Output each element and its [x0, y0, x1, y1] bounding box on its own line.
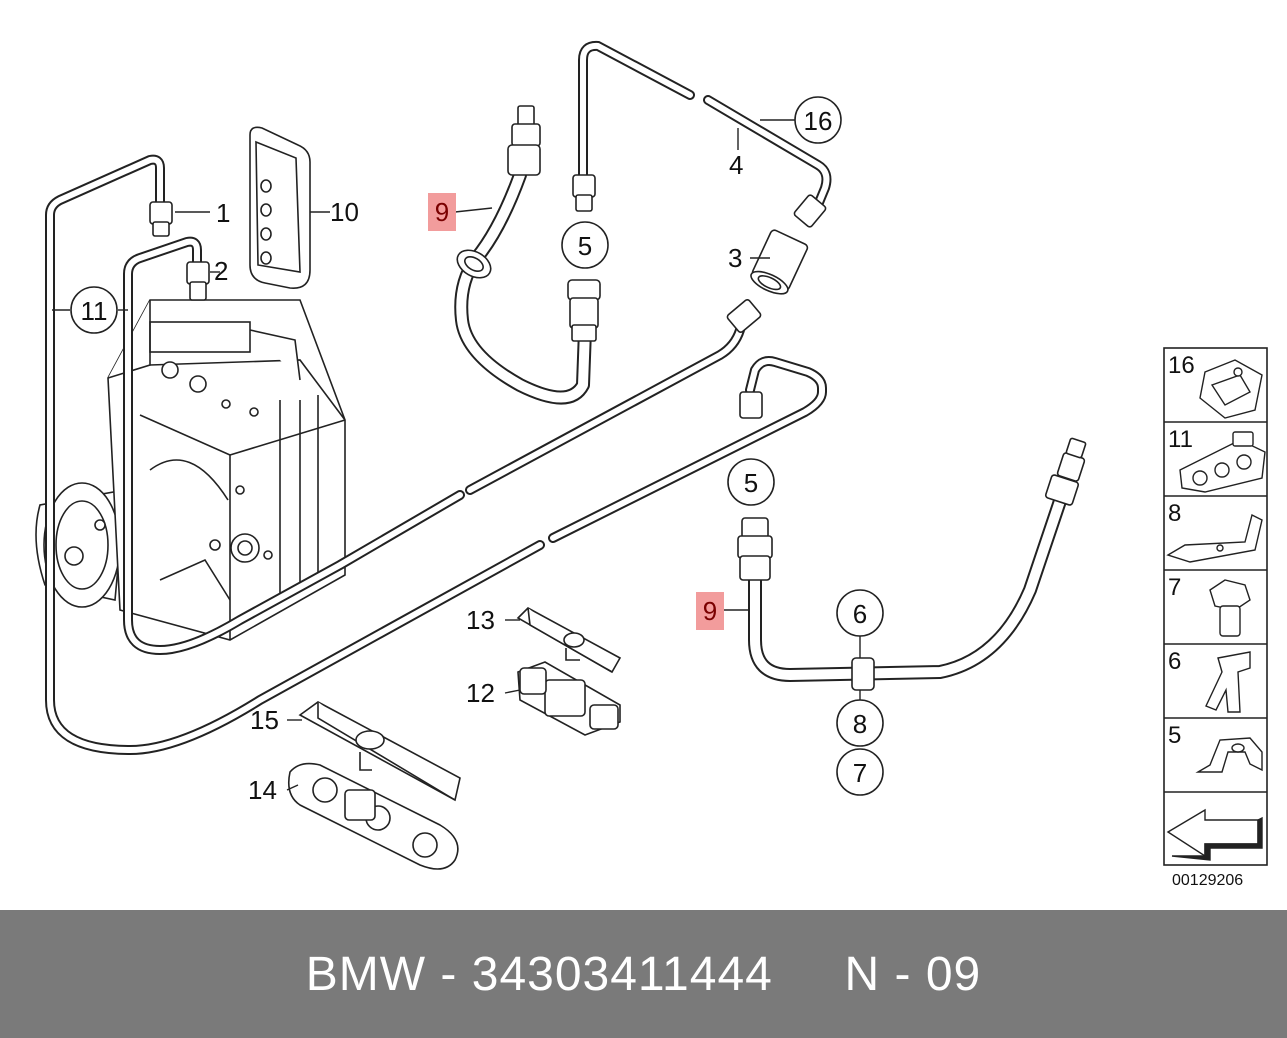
callout-9-upper: 9 [435, 197, 449, 227]
callout-3: 3 [728, 243, 742, 273]
side-panel-icon-6 [1205, 651, 1251, 713]
callout-6: 6 [853, 599, 867, 629]
callout-13: 13 [466, 605, 495, 635]
flex-hose-upper-fittings [456, 105, 601, 342]
side-panel-icon-11 [1179, 431, 1266, 493]
callout-15: 15 [250, 705, 279, 735]
leader-lines [52, 119, 861, 791]
callout-4: 4 [729, 150, 743, 180]
callout-12: 12 [466, 678, 495, 708]
diagram-reference-code: 00129206 [1172, 872, 1243, 889]
item-12-clip [517, 661, 621, 736]
side-panel-label-11: 11 [1168, 426, 1193, 453]
callout-1: 1 [216, 198, 230, 228]
side-panel-icon-previous-arrow [1166, 808, 1263, 861]
flex-hose-lower [748, 488, 1069, 682]
part-number-caption: BMW - 34303411444 N - 09 [305, 947, 982, 1001]
callout-9-lower: 9 [703, 596, 717, 626]
brake-pipes [45, 40, 832, 755]
callout-8: 8 [853, 709, 867, 739]
callout-9-upper-highlight [428, 193, 456, 231]
item-14-clip [287, 762, 459, 870]
side-panel-label-5: 5 [1168, 722, 1181, 749]
callout-11: 11 [81, 296, 108, 326]
brake-lines-exploded-diagram: 1 2 3 4 10 11 16 5 5 9 9 6 8 7 13 12 15 … [35, 40, 1268, 889]
item-13-bracket [516, 607, 622, 674]
flex-hose-lower-fittings [737, 437, 1087, 691]
callout-10: 10 [330, 197, 359, 227]
item-10-cover-plate [249, 126, 311, 289]
callout-5-lower: 5 [744, 468, 758, 498]
flex-hose-upper [454, 168, 592, 405]
side-panel-label-16: 16 [1168, 352, 1195, 379]
side-panel-label-7: 7 [1168, 574, 1181, 601]
callout-14: 14 [248, 775, 277, 805]
item-15-bracket [298, 701, 461, 802]
callout-16: 16 [804, 106, 833, 136]
side-panel-label-8: 8 [1168, 500, 1181, 527]
side-panel-icon-16 [1199, 359, 1263, 419]
callout-2: 2 [214, 256, 228, 286]
side-panel-label-6: 6 [1168, 648, 1181, 675]
footer-banner: BMW - 34303411444 N - 09 [0, 910, 1287, 1038]
callout-9-lower-highlight [696, 592, 724, 630]
side-panel-icon-5 [1195, 737, 1263, 773]
side-panel-icon-7 [1209, 579, 1251, 637]
callout-5-upper: 5 [578, 231, 592, 261]
side-panel: 16 11 8 7 6 5 [1163, 347, 1268, 866]
pipe-fittings [149, 174, 827, 419]
callout-circles [70, 96, 884, 796]
side-panel-icon-8 [1166, 513, 1263, 563]
callout-7: 7 [853, 758, 867, 788]
